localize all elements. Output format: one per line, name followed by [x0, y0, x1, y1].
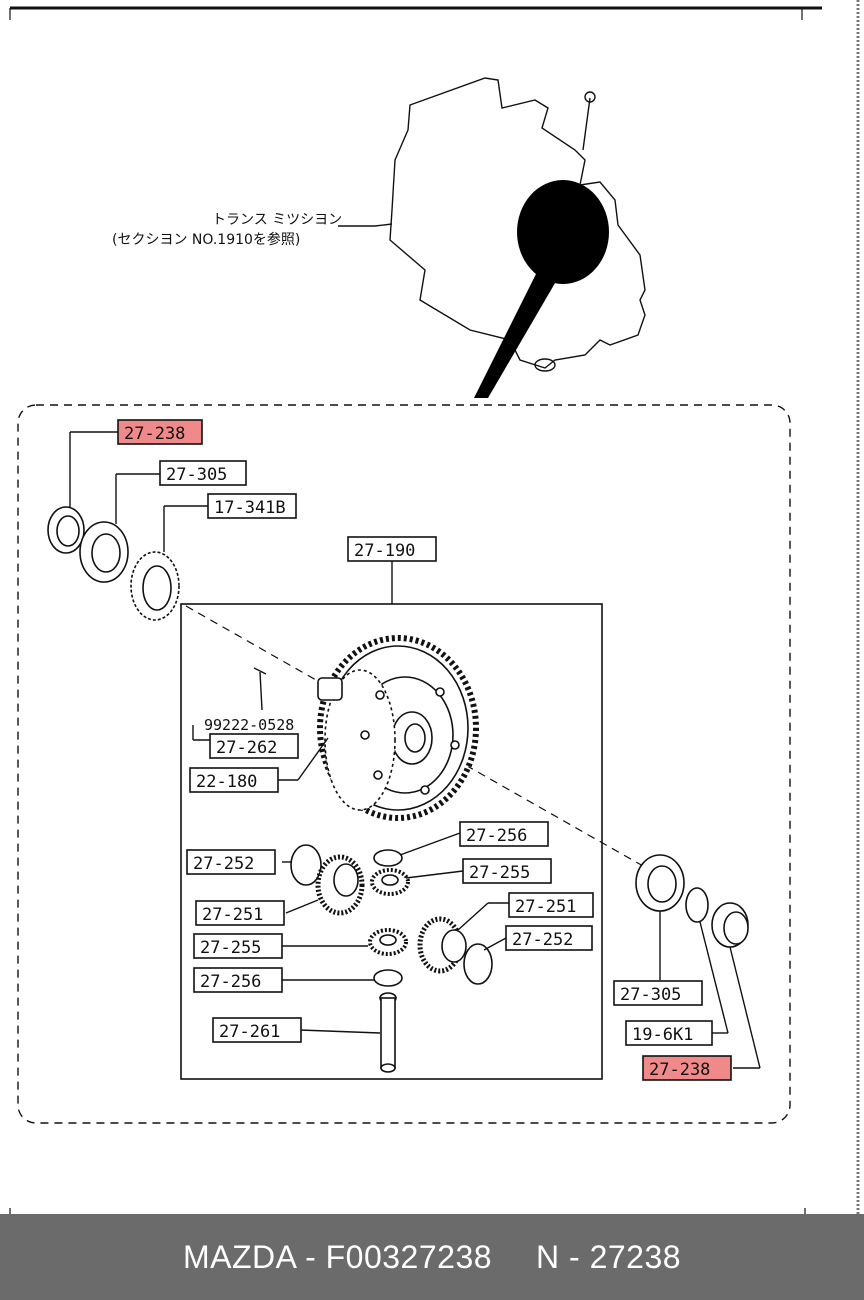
thrust-washer: [290, 844, 322, 886]
side-gear-right: [417, 916, 467, 974]
callout-wedge: [474, 272, 558, 398]
label-text: 27-238: [649, 1060, 710, 1080]
label-27-238-top[interactable]: 27-238: [117, 419, 203, 445]
label-text: 27-256: [466, 826, 527, 846]
label-text: 27-238: [124, 424, 185, 444]
label-text: 27-262: [216, 738, 277, 758]
label-27-305-bottom[interactable]: 27-305: [613, 980, 703, 1006]
label-27-255-left[interactable]: 27-255: [193, 933, 283, 959]
label-text: 17-341B: [214, 498, 286, 518]
label-27-256-left[interactable]: 27-256: [193, 967, 283, 993]
label-27-238-bottom[interactable]: 27-238: [642, 1055, 732, 1081]
label-text: 27-261: [219, 1022, 280, 1042]
ring-gear: [317, 635, 479, 821]
label-27-255-right[interactable]: 27-255: [462, 858, 552, 884]
footer-reference: N - 27238: [536, 1238, 682, 1275]
label-text: 22-180: [196, 772, 257, 792]
oil-seal-left: [47, 506, 85, 554]
label-text: 27-305: [620, 985, 681, 1005]
transmission-housing: [389, 77, 646, 398]
label-27-262[interactable]: 27-262: [209, 733, 299, 759]
label-17-341B[interactable]: 17-341B: [207, 493, 297, 519]
label-text: 27-251: [515, 897, 576, 917]
pinion-washer: [373, 969, 403, 987]
label-19-6K1[interactable]: 19-6K1: [625, 1020, 713, 1046]
label-text: 27-190: [354, 541, 415, 561]
thrust-washer: [463, 943, 493, 985]
label-text: 27-252: [512, 930, 573, 950]
label-text: 27-251: [202, 905, 263, 925]
parts-diagram: トランス ミツシヨン (セクシヨン NO.1910を参照): [9, 0, 860, 1214]
label-27-261[interactable]: 27-261: [212, 1017, 302, 1043]
differential-location: [517, 180, 609, 284]
label-27-251-right[interactable]: 27-251: [508, 892, 594, 918]
bearing-right: [635, 854, 685, 912]
assembly-boundary: [17, 404, 791, 1124]
transmission-label-line1: トランス ミツシヨン: [212, 212, 342, 228]
label-27-305-top[interactable]: 27-305: [159, 460, 247, 486]
label-27-251-left[interactable]: 27-251: [195, 900, 285, 926]
footer-bar: MAZDA - F00327238 N - 27238: [0, 1214, 864, 1300]
o-ring-right: [685, 887, 709, 923]
label-text: 27-305: [166, 465, 227, 485]
label-27-190[interactable]: 27-190: [347, 536, 437, 562]
case-boss: [317, 677, 343, 701]
label-text: 27-252: [193, 854, 254, 874]
pin: [253, 667, 267, 675]
transmission-label-line2: (セクシヨン NO.1910を参照): [112, 231, 300, 248]
pinion-gear-bottom: [368, 928, 408, 956]
speedometer-gear: [130, 551, 180, 621]
label-99222-0528[interactable]: 99222-0528: [204, 716, 294, 734]
bearing-left: [79, 521, 129, 583]
label-27-256-right[interactable]: 27-256: [459, 821, 549, 847]
label-27-252-right[interactable]: 27-252: [505, 925, 593, 951]
pinion-gear-top: [370, 868, 410, 896]
footer-part-number: MAZDA - F00327238: [182, 1238, 493, 1275]
oil-seal-right: [711, 902, 749, 948]
label-text: 19-6K1: [632, 1025, 693, 1045]
side-gear-left: [315, 854, 365, 916]
label-text: 27-256: [200, 972, 261, 992]
label-text: 27-255: [200, 938, 261, 958]
pinion-washer: [373, 849, 403, 867]
label-27-252-left[interactable]: 27-252: [186, 849, 276, 875]
pinion-shaft: [379, 992, 397, 1073]
label-text: 27-255: [469, 863, 530, 883]
label-22-180[interactable]: 22-180: [189, 767, 279, 793]
